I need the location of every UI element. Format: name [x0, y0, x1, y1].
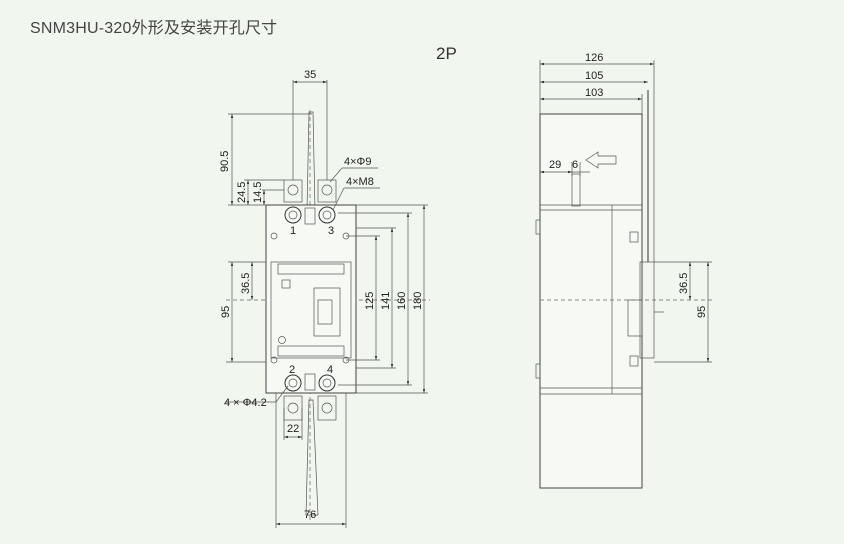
dim-95-front: 95 [220, 306, 232, 318]
dim-180: 180 [412, 292, 424, 310]
side-terminal-stud [571, 173, 581, 207]
side-handle-housing [639, 261, 655, 359]
dim-141: 141 [380, 292, 392, 310]
test-button-icon [278, 336, 286, 344]
top-center-boss [304, 207, 316, 225]
breaker-body-side [539, 113, 643, 489]
dim-160: 160 [396, 292, 408, 310]
dim-6: 6 [572, 159, 578, 171]
pole-variant-label: 2P [436, 44, 457, 63]
dim-35: 35 [304, 69, 316, 81]
handle-housing [313, 287, 341, 337]
dim-24-5: 24.5 [236, 182, 248, 203]
top-terminal-bar [306, 111, 316, 211]
front-cover [270, 261, 352, 359]
dim-105: 105 [585, 70, 603, 82]
dim-36-5-side: 36.5 [678, 273, 690, 294]
handle-lever [317, 299, 333, 325]
note-hole-phi9: 4×Φ9 [344, 156, 371, 168]
dim-76: 76 [304, 509, 316, 521]
bottom-lug-left [283, 395, 303, 421]
dim-126: 126 [585, 52, 603, 64]
front-view: 1 3 2 4 35 90.5 24.5 14.5 4×Φ9 4×M8 36.5 [219, 69, 430, 528]
side-view: 126 105 103 29 6 36.5 95 [535, 52, 712, 489]
insert-direction-arrow-icon [585, 151, 617, 169]
top-hole-left-icon [287, 184, 299, 196]
bottom-hole-left-icon [287, 402, 299, 414]
top-hole-right-icon [321, 184, 333, 196]
bottom-screw-right-inner [322, 378, 332, 388]
dim-22: 22 [287, 423, 299, 435]
top-screw-left-icon [284, 206, 302, 224]
dim-95-side: 95 [696, 306, 708, 318]
bottom-center-boss [304, 373, 316, 391]
top-lug-left [283, 179, 303, 203]
drawing-title: SNM3HU-320外形及安装开孔尺寸 [30, 20, 278, 37]
breaker-body-front [265, 204, 357, 394]
cover-bottom-strip [277, 345, 345, 357]
top-screw-left-inner [288, 210, 298, 220]
bottom-hole-right-icon [321, 402, 333, 414]
top-screw-right-icon [318, 206, 336, 224]
cover-top-strip [277, 263, 345, 275]
dim-103: 103 [585, 87, 603, 99]
bottom-terminal-bar [305, 399, 319, 516]
dim-14-5: 14.5 [252, 182, 264, 203]
dim-90-5: 90.5 [219, 151, 231, 172]
bottom-screw-left-icon [284, 374, 302, 392]
dim-36-5-front: 36.5 [240, 273, 252, 294]
dim-125: 125 [364, 292, 376, 310]
mount-hole-bl-icon [270, 356, 278, 364]
terminal-label-1: 1 [290, 225, 296, 237]
mount-hole-tl-icon [270, 232, 278, 240]
bottom-lug-right [317, 395, 337, 421]
note-screw-m8: 4×M8 [346, 176, 374, 188]
dim-29: 29 [549, 159, 561, 171]
top-lug-right [317, 179, 337, 203]
note-hole-phi4-2: 4 × Φ4.2 [224, 397, 267, 409]
terminal-label-2: 2 [289, 364, 295, 376]
bottom-screw-right-icon [318, 374, 336, 392]
indicator-square [281, 279, 291, 289]
bottom-screw-left-inner [288, 378, 298, 388]
terminal-label-4: 4 [327, 364, 333, 376]
top-screw-right-inner [322, 210, 332, 220]
terminal-label-3: 3 [328, 225, 334, 237]
